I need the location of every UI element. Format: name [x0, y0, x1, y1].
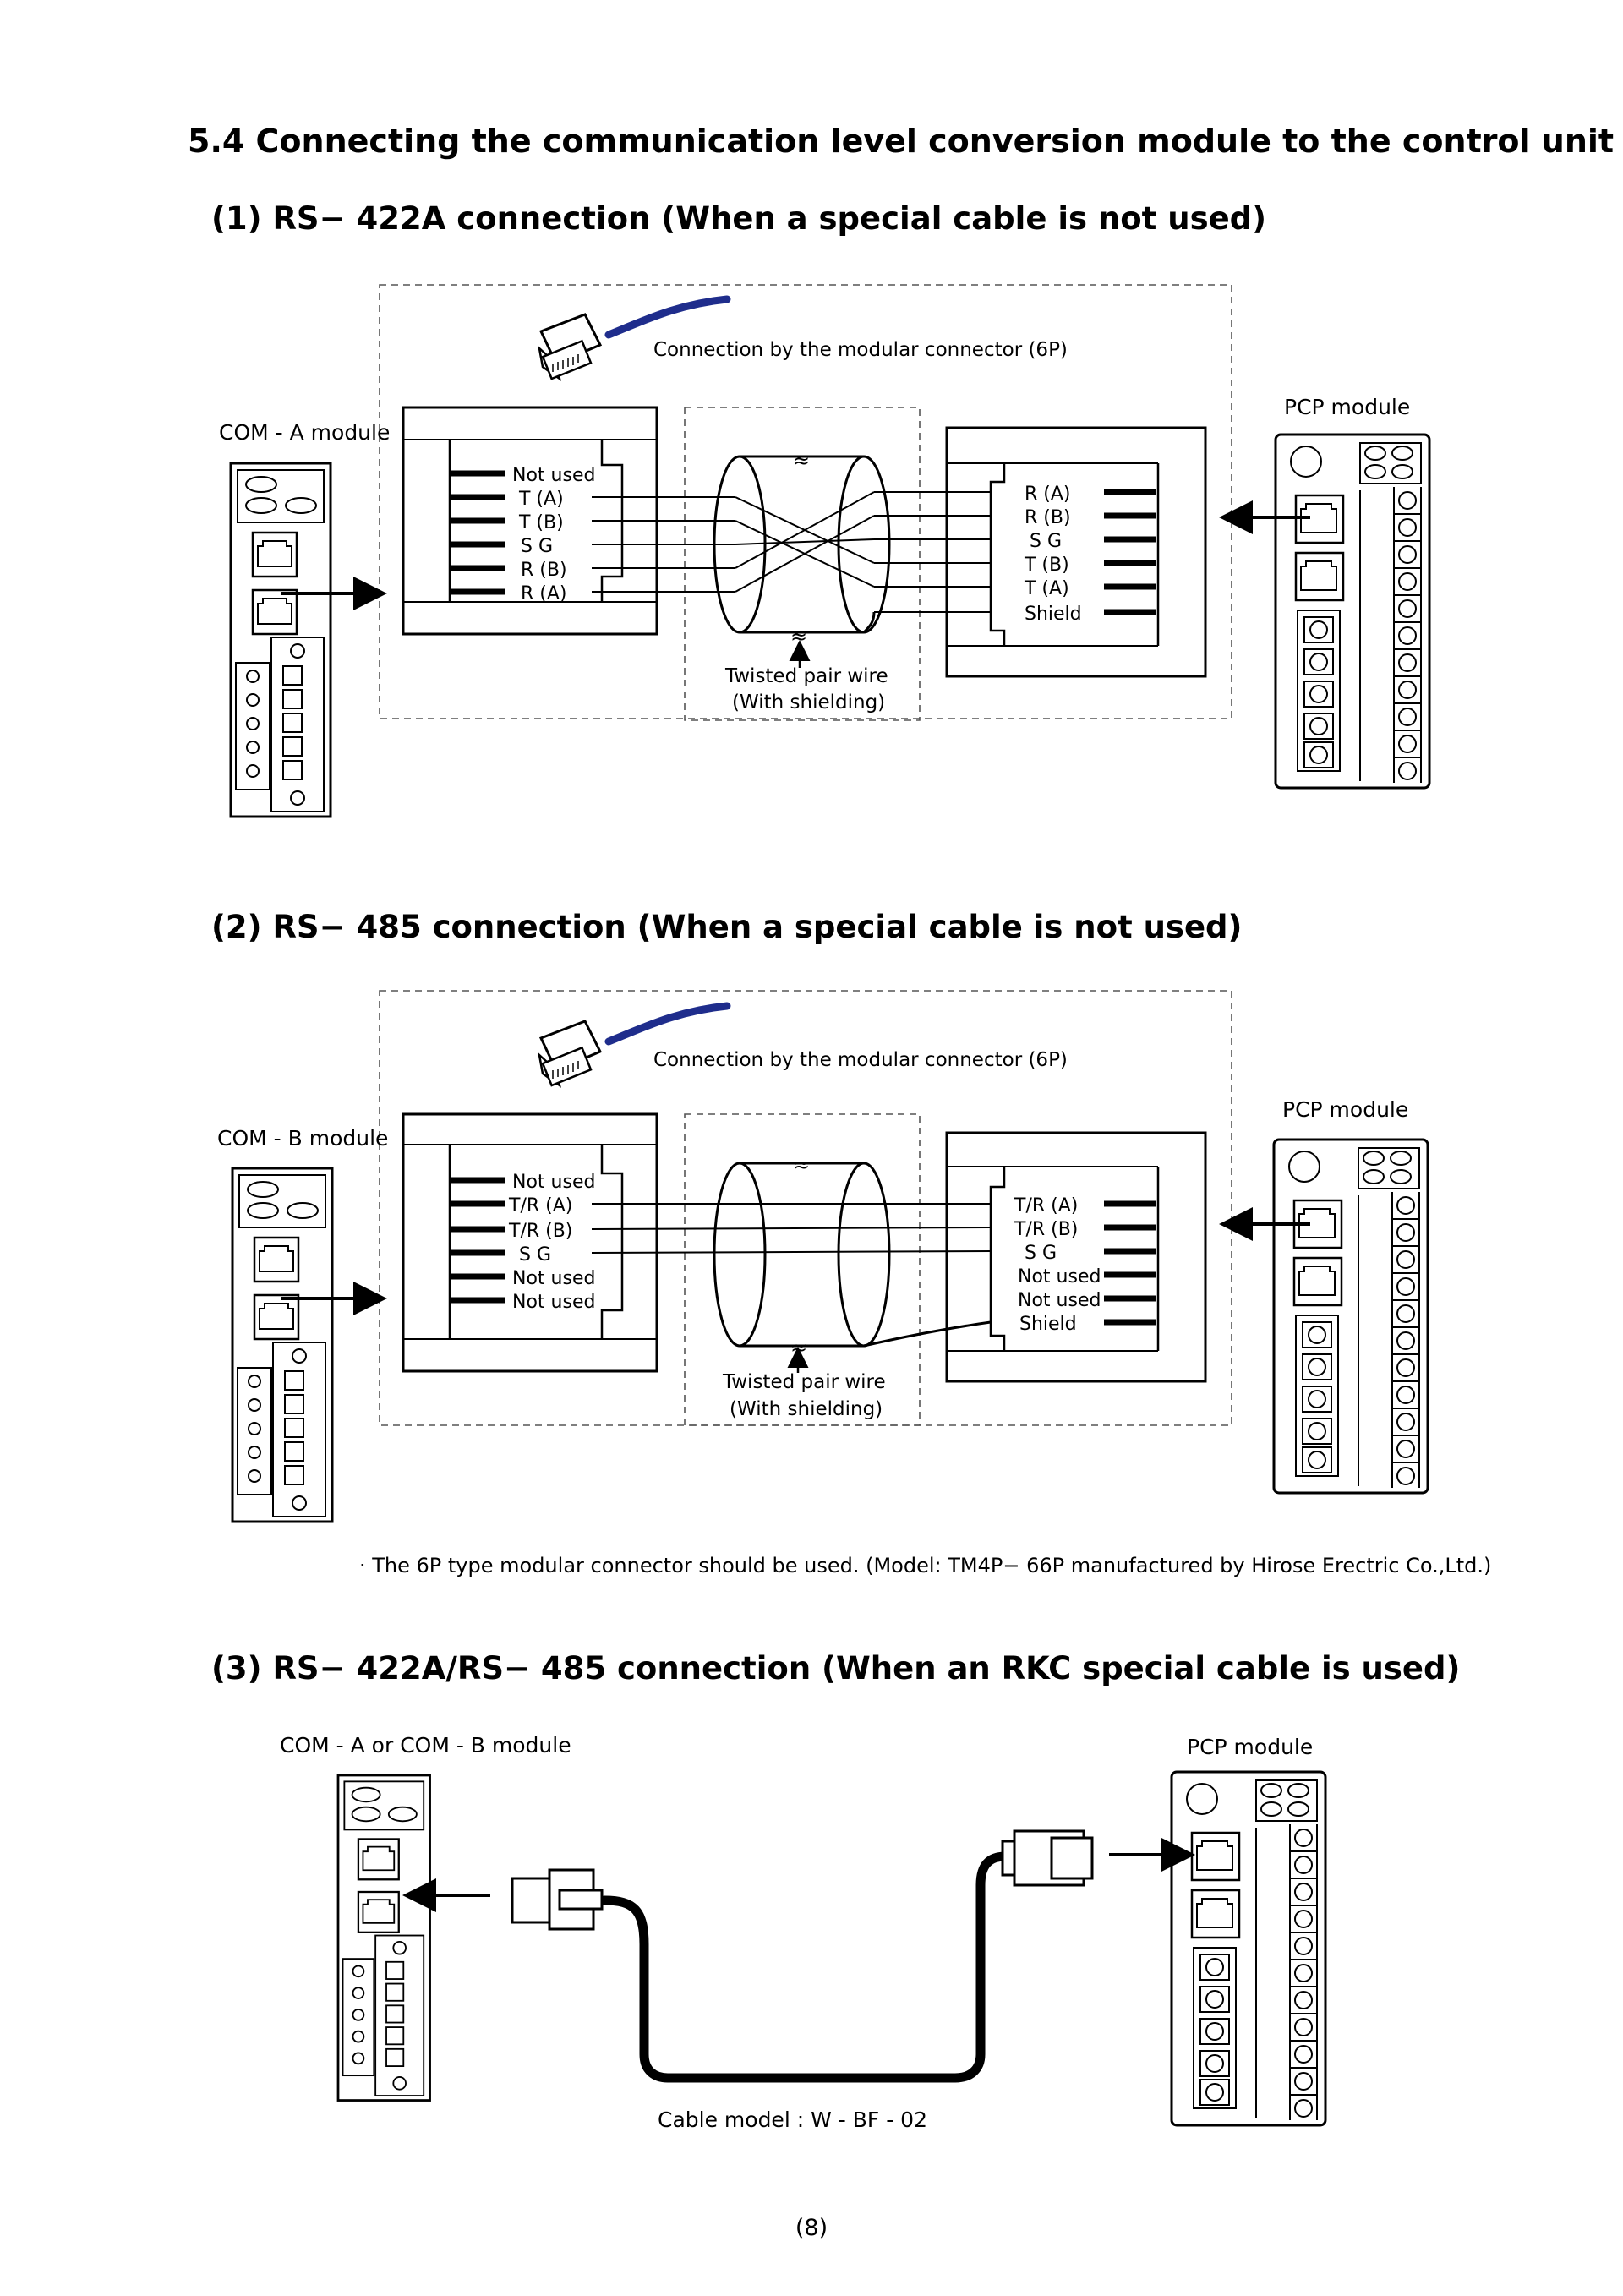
- right-pin-6: Shield: [1025, 604, 1082, 625]
- left-pin-1: Not used: [512, 1172, 595, 1193]
- right-pin-1: T/R (A): [1014, 1195, 1078, 1216]
- left-module-label: COM - B module: [217, 1126, 388, 1151]
- cable-plug-left: [511, 1868, 604, 1931]
- subsection-1-title: (1) RS− 422A connection (When a special …: [211, 200, 1267, 237]
- wire-label: Twisted pair wire: [722, 1371, 886, 1393]
- cable-plug-right: [1001, 1829, 1094, 1887]
- right-pin-4: T (B): [1024, 555, 1069, 576]
- com-module: [336, 1774, 431, 2102]
- right-module-label: PCP module: [1282, 1097, 1408, 1122]
- left-module-label: COM - A module: [219, 420, 390, 445]
- pcp-module: [1274, 433, 1431, 790]
- modular-plug-icon: [538, 313, 602, 380]
- right-module-label: PCP module: [1187, 1735, 1313, 1759]
- diagram-rkc-cable: COM - A or COM - B module PCP module Cab…: [280, 1733, 1327, 2132]
- left-pin-5: Not used: [512, 1268, 595, 1289]
- left-pin-1: Not used: [512, 465, 595, 486]
- diagram-rs485: Connection by the modular connector (6P)…: [217, 990, 1429, 1523]
- connector-label: Connection by the modular connector (6P): [653, 339, 1068, 361]
- cable-model-label: Cable model : W - BF - 02: [658, 2107, 927, 2132]
- left-pin-4: S G: [521, 536, 553, 557]
- wire-label-shielding: (With shielding): [730, 1398, 883, 1420]
- right-pin-1: R (A): [1025, 484, 1071, 505]
- connector-note: · The 6P type modular connector should b…: [359, 1554, 1492, 1577]
- connector-label: Connection by the modular connector (6P): [653, 1049, 1068, 1071]
- com-a-module: [229, 462, 332, 818]
- wire-label: Twisted pair wire: [724, 665, 888, 687]
- com-b-module: [231, 1167, 334, 1523]
- left-pin-3: T (B): [518, 512, 564, 533]
- pcp-module: [1272, 1138, 1429, 1495]
- right-pin-5: T (A): [1024, 578, 1069, 599]
- section-title: 5.4 Connecting the communication level c…: [188, 123, 1615, 160]
- right-pin-3: S G: [1025, 1243, 1057, 1264]
- left-pin-2: T (A): [518, 489, 564, 510]
- right-pin-2: T/R (B): [1014, 1219, 1078, 1240]
- twist-symbol: ≈: [793, 1153, 810, 1177]
- modular-plug-icon: [538, 1020, 602, 1087]
- right-pin-2: R (B): [1025, 507, 1071, 528]
- left-pin-6: Not used: [512, 1292, 595, 1313]
- subsection-3-title: (3) RS− 422A/RS− 485 connection (When an…: [211, 1650, 1461, 1686]
- pcp-module: [1170, 1770, 1327, 2127]
- right-module-label: PCP module: [1284, 395, 1410, 419]
- left-pin-4: S G: [519, 1244, 551, 1266]
- subsection-2-title: (2) RS− 485 connection (When a special c…: [211, 909, 1243, 945]
- right-pin-3: S G: [1030, 531, 1062, 552]
- left-module-label: COM - A or COM - B module: [280, 1733, 571, 1758]
- right-pin-6: Shield: [1019, 1314, 1077, 1335]
- left-pin-2: T/R (A): [508, 1195, 572, 1216]
- left-pin-6: R (A): [521, 583, 567, 604]
- page-number: (8): [795, 2215, 828, 2241]
- left-pin-5: R (B): [521, 560, 567, 581]
- left-pin-labels: Not used T (A) T (B) S G R (B) R (A): [512, 465, 595, 604]
- wire-label-shielding: (With shielding): [732, 692, 885, 713]
- twist-symbol: ≈: [793, 449, 810, 473]
- right-pin-5: Not used: [1018, 1290, 1101, 1311]
- left-pin-3: T/R (B): [508, 1221, 572, 1242]
- diagram-rs422a: Connection by the modular connector (6P)…: [219, 284, 1431, 818]
- right-pin-4: Not used: [1018, 1266, 1101, 1287]
